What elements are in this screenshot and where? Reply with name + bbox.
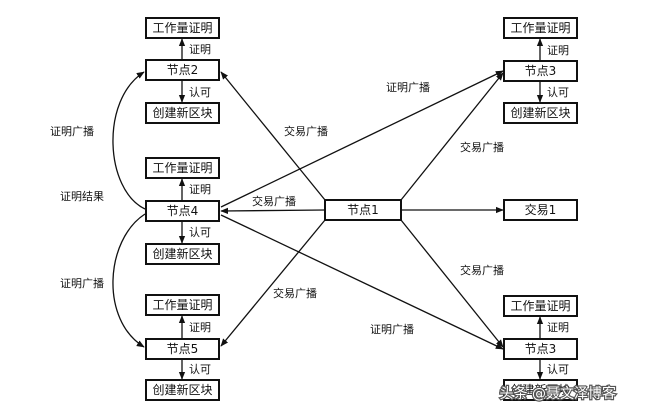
label-tx-broadcast-node5: 交易广播 [273,286,317,300]
svg-text:节点4: 节点4 [167,204,199,218]
pow-box-node5: 工作量证明 [145,294,220,316]
svg-text:工作量证明: 工作量证明 [152,21,212,35]
curve-node4-to-node5 [112,213,146,348]
node1-box: 节点1 [324,199,402,221]
label-proof-result: 证明结果 [60,190,104,203]
svg-text:工作量证明: 工作量证明 [510,299,570,313]
create-block-box-node2: 创建新区块 [145,102,220,124]
approve-label-node2: 认可 [189,86,211,99]
pow-box-node2: 工作量证明 [145,17,220,39]
create-block-box-node3-top: 创建新区块 [503,102,578,124]
svg-text:节点1: 节点1 [347,203,379,217]
svg-text:工作量证明: 工作量证明 [152,298,212,312]
svg-text:工作量证明: 工作量证明 [510,21,570,35]
label-proof-broadcast-node5: 证明广播 [60,276,104,290]
label-proof-broadcast-node3-bottom: 证明广播 [370,322,414,336]
curve-node4-to-node2 [112,71,146,210]
approve-label-node5: 认可 [189,363,211,376]
svg-text:创建新区块: 创建新区块 [510,382,570,397]
svg-text:交易1: 交易1 [525,202,557,217]
create-block-box-node3-bottom: 创建新区块 [503,379,578,401]
transaction1-box: 交易1 [503,199,578,221]
node3-top-box: 节点3 [503,60,578,82]
label-tx-broadcast-node3-bottom: 交易广播 [460,263,504,277]
prove-label-node3-bottom: 证明 [547,321,569,334]
approve-label-node3-top: 认可 [547,86,569,99]
svg-text:创建新区块: 创建新区块 [152,246,212,261]
node2-box: 节点2 [145,59,220,81]
approve-label-node4: 认可 [189,226,211,239]
label-tx-broadcast-node3-top: 交易广播 [460,140,504,154]
watermark: 头条 @聂文泽博客 [500,385,616,402]
create-block-box-node5: 创建新区块 [145,379,220,401]
prove-label-node5: 证明 [189,321,211,334]
edge-node4-to-node3-bottom [220,214,504,350]
svg-text:工作量证明: 工作量证明 [152,161,212,175]
svg-text:创建新区块: 创建新区块 [510,105,570,120]
label-proof-broadcast-node2: 证明广播 [50,124,94,138]
node5-box: 节点5 [145,338,220,360]
node3-bottom-box: 节点3 [503,338,578,360]
node4-box: 节点4 [145,200,220,222]
edge-node1-to-node3-top [400,72,504,201]
edge-node1-to-node2 [220,71,326,201]
pow-box-node3-bottom: 工作量证明 [503,295,578,317]
label-tx-broadcast-node4: 交易广播 [252,194,296,208]
svg-text:节点3: 节点3 [525,64,557,78]
svg-text:节点3: 节点3 [525,342,557,356]
svg-text:创建新区块: 创建新区块 [152,382,212,397]
prove-label-node4: 证明 [189,183,211,196]
pow-box-node4: 工作量证明 [145,157,220,179]
svg-text:节点5: 节点5 [167,342,199,356]
edge-node1-to-node5 [220,219,326,347]
label-tx-broadcast-node2: 交易广播 [284,124,328,138]
approve-label-node3-bottom: 认可 [547,363,569,376]
edge-node4-to-node3-top [220,70,504,208]
edge-node1-to-node4 [220,207,326,215]
prove-label-node2: 证明 [189,43,211,56]
label-proof-broadcast-node3-top: 证明广播 [386,80,430,94]
edge-node1-to-node3-bottom [400,219,504,348]
prove-label-node3-top: 证明 [547,44,569,57]
svg-text:节点2: 节点2 [167,63,199,77]
svg-text:创建新区块: 创建新区块 [152,105,212,120]
create-block-box-node4: 创建新区块 [145,243,220,265]
pow-box-node3-top: 工作量证明 [503,17,578,39]
